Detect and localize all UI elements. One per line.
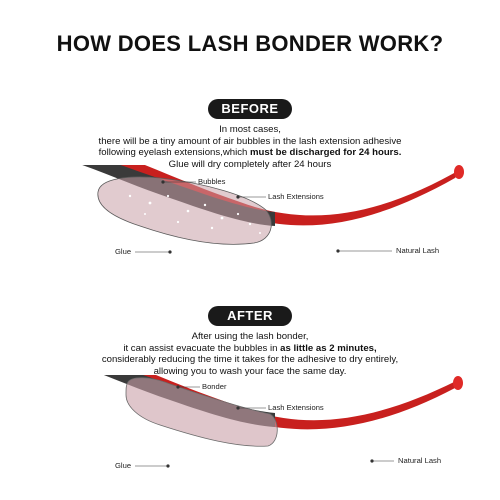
before-text-line-4: Glue will dry completely after 24 hours [168,158,332,170]
before-label-natural-lash: Natural Lash [396,246,439,255]
after-illustration: Bonder Lash Extensions Glue Natural Lash [103,375,463,470]
after-lash-tip [453,376,463,390]
before-text-line-1: In most cases, [219,124,281,135]
after-label-lash-extensions: Lash Extensions [268,403,324,412]
after-natural-lash [122,375,462,430]
before-label-glue: Glue [115,247,131,256]
before-text-line-2: there will be a tiny amount of air bubbl… [98,135,402,147]
after-badge: AFTER [208,306,292,326]
after-text-line-1: After using the lash bonder, [191,331,309,342]
before-illustration: Bubbles Lash Extensions Glue Natural Las… [82,165,464,256]
page-title: HOW DOES LASH BONDER WORK? [56,31,444,56]
before-label-lash-extensions: Lash Extensions [268,192,324,201]
before-natural-lash [110,165,463,226]
before-badge: BEFORE [208,99,292,119]
after-text-line-2: it can assist evacuate the bubbles in as… [123,342,377,354]
after-label-natural-lash: Natural Lash [398,456,441,465]
before-description: In most cases, there will be a tiny amou… [0,124,500,170]
after-text-line-4: allowing you to wash your face the same … [153,365,347,377]
after-label-bonder: Bonder [202,382,227,391]
before-bubbles [128,194,261,234]
after-label-glue: Glue [115,461,131,470]
after-description: After using the lash bonder, it can assi… [0,331,500,377]
before-text-line-3: following eyelash extensions,which must … [98,147,402,159]
before-label-bubbles: Bubbles [198,177,226,186]
after-text-line-3: considerably reducing the time it takes … [101,354,399,366]
before-lash-tip [454,165,464,179]
after-bonder-sleeve [125,377,278,447]
before-glue-blob [97,176,272,245]
